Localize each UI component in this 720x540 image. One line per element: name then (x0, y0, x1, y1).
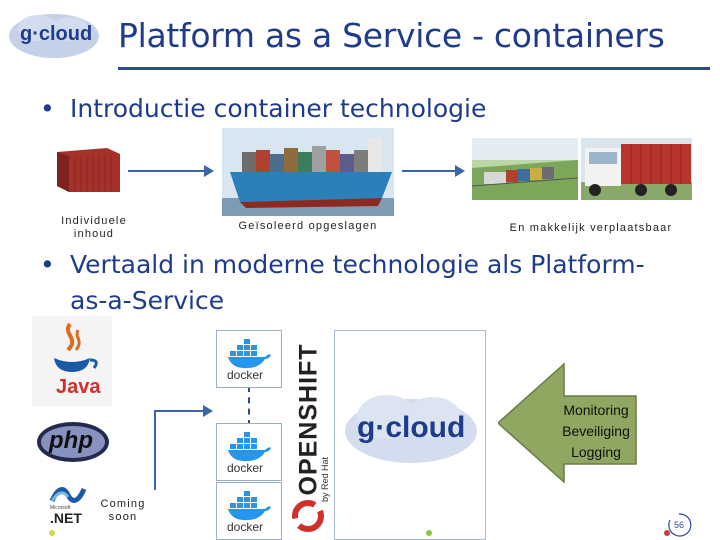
slide-number-ring-icon (668, 513, 692, 537)
docker-label: docker (227, 368, 264, 382)
caption-transport: En makkelijk verplaatsbaar (509, 222, 673, 234)
docker-box-3: docker (216, 482, 282, 540)
arrow-2-head-icon (455, 165, 465, 177)
ship-image (222, 128, 394, 216)
footer-dot-right (664, 530, 670, 536)
footer-dot-center (426, 530, 432, 536)
connector-head-icon (203, 405, 213, 417)
truck-image (581, 138, 692, 200)
docker-whale-icon (228, 491, 271, 521)
docker-dashed-link (248, 386, 250, 426)
arrow-box-line-beveiliging: Beveiliging (562, 423, 630, 439)
java-logo: Java (32, 316, 112, 406)
connector-horizontal (154, 410, 204, 412)
page-title: Platform as a Service - containers (118, 16, 665, 55)
java-label: Java (56, 376, 101, 398)
openshift-logo: OPENSHIFT by Red Hat (286, 330, 330, 538)
php-label: php (49, 427, 93, 454)
title-divider (118, 67, 710, 70)
arrow-box-line-logging: Logging (571, 444, 621, 460)
bullet-1-text: Introductie container technologie (70, 94, 487, 123)
docker-whale-icon (228, 432, 271, 462)
footer-dot-left (49, 530, 55, 536)
bullet-1: • Introductie container technologie (40, 91, 487, 127)
docker-box-1: docker (216, 330, 282, 388)
gcloud-center-text: g·cloud (357, 411, 466, 444)
docker-box-2: docker (216, 423, 282, 481)
arrow-1-head-icon (204, 165, 214, 177)
slide-number: 56 (673, 520, 684, 530)
arrow-box-line-monitoring: Monitoring (563, 402, 629, 418)
dotnet-label: .NET (50, 510, 82, 526)
arrow-2-line (402, 170, 456, 172)
openshift-byline: by Red Hat (320, 456, 330, 502)
coming-soon-line1: Coming (100, 498, 146, 510)
bullet-2-line2: as-a-Service (70, 286, 225, 315)
dotnet-small-label: Microsoft (50, 505, 71, 511)
bullet-2-line1: Vertaald in moderne technologie als Plat… (70, 250, 645, 279)
gcloud-panel: g·cloud (334, 330, 486, 540)
arrow-box-text: Monitoring Beveiliging Logging (548, 400, 644, 463)
bullet-dot-icon: • (40, 250, 55, 279)
caption-isolated: Geïsoleerd opgeslagen (238, 220, 378, 232)
bullet-2: • Vertaald in moderne technologie als Pl… (40, 247, 690, 319)
caption-individual-line2: inhoud (73, 228, 115, 240)
openshift-ring-icon (292, 500, 324, 532)
dotnet-logo: Microsoft .NET (48, 485, 88, 527)
gcloud-logo: g·cloud (8, 12, 100, 60)
php-logo: php (36, 421, 110, 463)
train-image (471, 138, 579, 200)
caption-individual-line1: Individuele (61, 215, 127, 227)
coming-soon-line2: soon (108, 511, 138, 523)
connector-vertical (154, 410, 156, 490)
docker-whale-icon (228, 339, 271, 369)
arrow-1-line (128, 170, 206, 172)
docker-label: docker (227, 520, 264, 534)
caption-individual: Individuele inhoud (56, 215, 132, 241)
cloud-shape-icon (345, 395, 477, 463)
container-image (57, 148, 120, 192)
logo-text: g·cloud (20, 23, 93, 45)
coming-soon-label: Coming soon (96, 498, 150, 524)
docker-label: docker (227, 461, 264, 475)
arrow-box-shape (498, 362, 637, 484)
bullet-dot-icon: • (40, 94, 55, 123)
